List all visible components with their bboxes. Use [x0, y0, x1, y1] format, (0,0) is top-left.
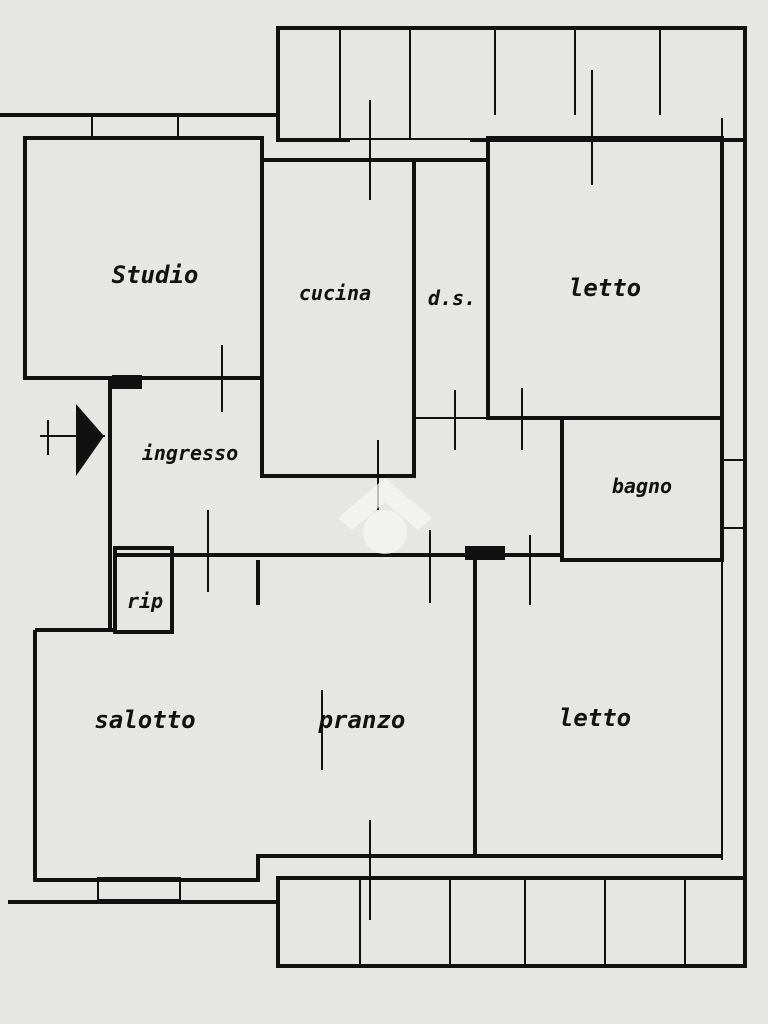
room-label-ds: d.s. [428, 286, 476, 310]
room-label-letto-bottom: letto [559, 704, 631, 732]
watermark-logo [338, 478, 432, 554]
room-label-rip: rip [127, 589, 163, 613]
room-label-cucina: cucina [299, 281, 371, 305]
interior-walls [23, 70, 724, 920]
room-label-letto-top: letto [569, 274, 641, 302]
room-label-pranzo: pranzo [318, 706, 406, 734]
room-label-bagno: bagno [612, 474, 672, 498]
room-label-studio: Studio [112, 261, 199, 289]
entrance-arrow-icon [40, 404, 105, 476]
balcony-bottom [276, 876, 747, 968]
room-label-ingresso: ingresso [142, 441, 238, 465]
room-label-salotto: salotto [94, 706, 195, 734]
